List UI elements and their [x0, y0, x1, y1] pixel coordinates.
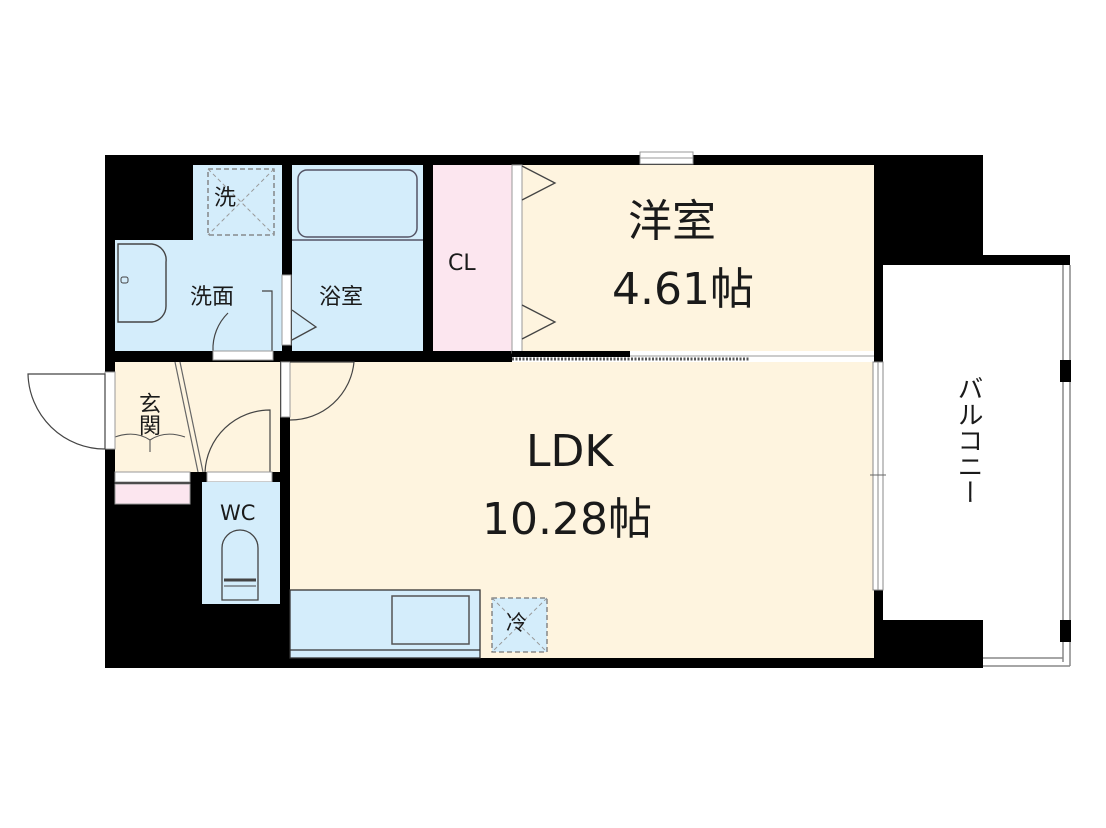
washer-space-icon [207, 168, 275, 236]
label-western-room: 洋室 [628, 196, 716, 247]
room-toilet [202, 482, 280, 604]
label-toilet: WC [220, 501, 256, 525]
label-western-room-area: 4.61帖 [612, 264, 754, 315]
label-laundry: 洗 [214, 186, 237, 211]
toilet-icon [221, 529, 259, 601]
label-closet: CL [448, 251, 476, 276]
closet-door-icon [521, 165, 557, 201]
label-ldk-area: 10.28帖 [482, 494, 652, 545]
label-bathroom: 浴室 [319, 285, 364, 310]
sink-icon [117, 243, 167, 323]
shoe-closet [114, 483, 191, 505]
label-washroom: 洗面 [190, 285, 235, 310]
label-balcony: バルコニー [953, 375, 983, 505]
label-refrigerator: 冷 [506, 611, 527, 635]
label-ldk: LDK [526, 426, 614, 477]
room-washroom [115, 240, 282, 351]
kitchen-counter [289, 589, 481, 659]
room-western [522, 165, 874, 353]
room-entrance [115, 362, 280, 472]
kitchen-sink-icon [391, 595, 470, 645]
room-bathroom [292, 165, 423, 351]
front-door-icon [27, 373, 106, 450]
room-closet [433, 165, 512, 351]
label-entrance: 玄関 [135, 392, 160, 436]
bathtub-icon [297, 169, 418, 238]
